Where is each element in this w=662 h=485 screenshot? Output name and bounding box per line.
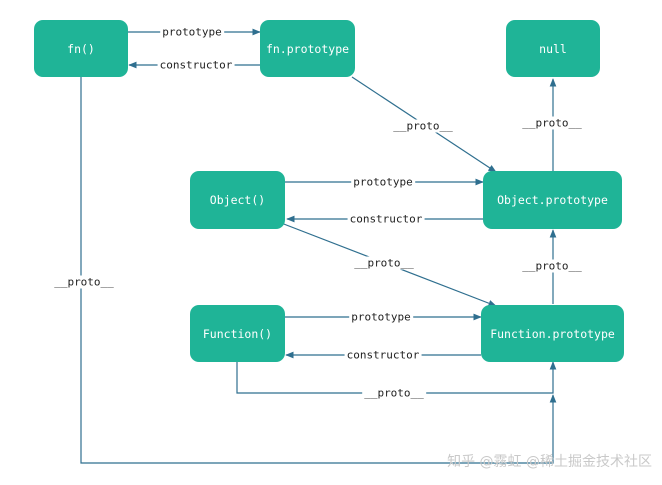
label-fnproto-proto: __proto__ — [391, 119, 455, 133]
label-fn-prototype: prototype — [160, 25, 224, 39]
label-func-constructor: constructor — [344, 348, 422, 362]
label-objproto-proto: __proto__ — [520, 116, 584, 130]
node-object: Object() — [190, 171, 285, 229]
watermark: 知乎 @霧虹 @稀土掘金技术社区 — [447, 454, 652, 470]
node-function: Function() — [190, 305, 285, 362]
label-fn-constructor: constructor — [157, 58, 235, 72]
label-obj-prototype: prototype — [351, 175, 415, 189]
label-obj-constructor: constructor — [347, 212, 425, 226]
label-fn-proto: __proto__ — [52, 275, 116, 289]
edge-fn-proto — [80, 77, 557, 464]
node-fn-prototype: fn.prototype — [260, 20, 355, 77]
node-function-prototype: Function.prototype — [481, 305, 624, 362]
node-null: null — [506, 20, 600, 77]
label-obj-proto: __proto__ — [352, 256, 416, 270]
node-object-prototype: Object.prototype — [483, 171, 622, 229]
label-func-prototype: prototype — [349, 310, 413, 324]
label-funcproto-proto: __proto__ — [520, 259, 584, 273]
node-fn: fn() — [34, 20, 128, 77]
label-func-proto: __proto__ — [362, 386, 426, 400]
